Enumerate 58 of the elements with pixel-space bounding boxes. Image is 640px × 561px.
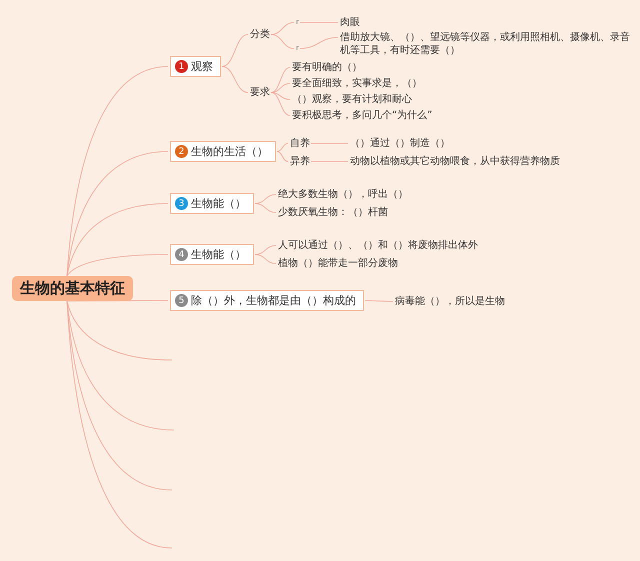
- branch-line: [66, 300, 172, 548]
- branch-line: [270, 92, 290, 100]
- number-badge: 3: [175, 197, 188, 210]
- branch-line: [270, 34, 294, 49]
- branch-text: （）观察，要有计划和耐心: [292, 93, 412, 106]
- branch-line: [222, 66, 248, 93]
- branch-line: [254, 254, 276, 264]
- branch-line: [66, 151, 168, 276]
- branch-line: [66, 254, 168, 276]
- branch-text: 动物以植物或其它动物喂食，从中获得营养物质: [350, 155, 560, 168]
- branch-line: [310, 161, 348, 162]
- branch-text: 植物（）能带走一部分废物: [278, 257, 398, 270]
- topic-box: [170, 141, 276, 162]
- topic-label: 生物能（）: [191, 196, 246, 211]
- branch-line: [310, 143, 348, 144]
- branch-text: 肉眼: [340, 16, 360, 29]
- branch-text: 绝大多数生物（），呼出（）: [278, 188, 408, 201]
- branch-line: [66, 300, 172, 360]
- topic-box: [170, 193, 254, 214]
- branch-line: [300, 22, 338, 23]
- number-badge: 5: [175, 294, 188, 307]
- branch-line: [254, 203, 276, 213]
- branch-text: 少数厌氧生物：（）杆菌: [278, 206, 388, 219]
- branch-text: 异养: [290, 155, 310, 168]
- topic-label: 观察: [191, 59, 213, 74]
- branch-line: [254, 194, 276, 204]
- branch-text: （）通过（）制造（）: [350, 137, 450, 150]
- number-badge: 2: [175, 145, 188, 158]
- branch-line: [66, 66, 168, 276]
- topic-label: 生物的生活（）: [191, 144, 268, 159]
- branch-line: [222, 34, 248, 67]
- branch-line: [66, 203, 168, 276]
- topic-label: 生物能（）: [191, 247, 246, 262]
- branch-text: 病毒能（），所以是生物: [395, 295, 505, 308]
- branch-text: 自养: [290, 137, 310, 150]
- branch-text: 分类: [250, 28, 270, 41]
- branch-text: 要求: [250, 86, 270, 99]
- branch-line: [270, 67, 290, 93]
- central-topic: 生物的基本特征: [12, 276, 133, 301]
- branch-text: 要有明确的（）: [292, 61, 362, 74]
- number-badge: 1: [175, 60, 188, 73]
- branch-text: 要积极思考，多问几个“为什么”: [292, 109, 432, 122]
- branch-line: [270, 83, 290, 93]
- branch-line: [276, 143, 288, 152]
- branch-line: [364, 300, 394, 302]
- branch-line: [254, 245, 276, 255]
- branch-text: 借助放大镜、（）、望远镜等仪器，或利用照相机、摄像机、录音机等工具，有时还需要（）: [340, 31, 632, 57]
- branch-line: [300, 37, 338, 49]
- branch-line: [276, 151, 288, 162]
- topic-box: [170, 244, 254, 265]
- topic-box: [170, 290, 364, 311]
- topic-box: [170, 56, 221, 77]
- branch-line: [270, 92, 290, 116]
- branch-line: [270, 22, 294, 35]
- branch-text: 要全面细致，实事求是，（）: [292, 77, 422, 90]
- number-badge: 4: [175, 248, 188, 261]
- branch-text: 人可以通过（）、（）和（）将废物排出体外: [278, 239, 478, 252]
- topic-label: 除（）外，生物都是由（）构成的: [191, 293, 356, 308]
